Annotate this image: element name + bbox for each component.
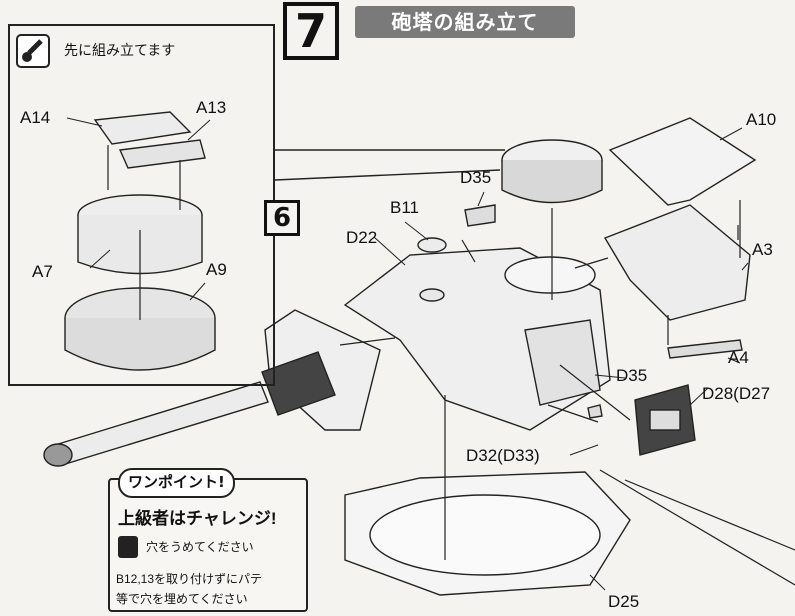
turret-side-hatch	[524, 319, 601, 406]
pre-assembly-inset	[8, 24, 275, 386]
label-d35-top: D35	[460, 168, 492, 187]
inset-arrows	[107, 145, 181, 320]
part-a13	[118, 139, 206, 169]
gun-mount	[261, 351, 336, 416]
wrench-icon	[16, 34, 50, 68]
inset-callout-line	[274, 149, 505, 181]
previous-step-number: 6	[264, 200, 300, 236]
label-a7: A7	[32, 262, 53, 281]
tip-putty-text: 穴をうめてください	[146, 540, 254, 554]
tip-badge: ワンポイント!	[118, 468, 235, 498]
label-a14: A14	[20, 108, 51, 127]
putty-icon	[118, 536, 138, 558]
label-a4: A4	[728, 348, 749, 367]
assembly-arrows	[339, 200, 741, 560]
muzzle	[43, 443, 73, 467]
label-d22: D22	[346, 228, 378, 247]
cupola-ring	[501, 160, 603, 204]
tip-box	[108, 478, 308, 612]
label-d25: D25	[608, 592, 640, 611]
label-a10: A10	[746, 110, 777, 129]
tip-heading: 上級者はチャレンジ!	[118, 509, 277, 528]
tip-note-line2: 等で穴を埋めてください	[116, 592, 248, 606]
tip-note-line1: B12,13を取り付けずにパテ	[116, 572, 263, 586]
part-b11	[417, 237, 447, 253]
part-a3	[603, 204, 751, 321]
pre-assembly-note: 先に組み立てます	[64, 42, 176, 58]
label-d35-side: D35	[616, 366, 648, 385]
label-d28: D28(D27	[702, 384, 771, 403]
label-a9: A9	[206, 260, 227, 279]
clip-d35-top	[464, 204, 496, 227]
leader-lines	[66, 117, 749, 591]
step-number: 7	[283, 2, 339, 60]
part-a4	[667, 339, 743, 359]
part-a10	[608, 117, 757, 206]
step-title: 砲塔の組み立て	[355, 6, 575, 38]
label-a3: A3	[752, 240, 773, 259]
turret-ring	[504, 256, 596, 294]
label-d32: D32(D33)	[466, 446, 540, 465]
gun-barrel	[54, 381, 269, 466]
part-a14	[93, 111, 192, 145]
clip-d32	[587, 404, 603, 419]
label-b11: B11	[390, 198, 419, 217]
label-a13: A13	[196, 98, 227, 117]
